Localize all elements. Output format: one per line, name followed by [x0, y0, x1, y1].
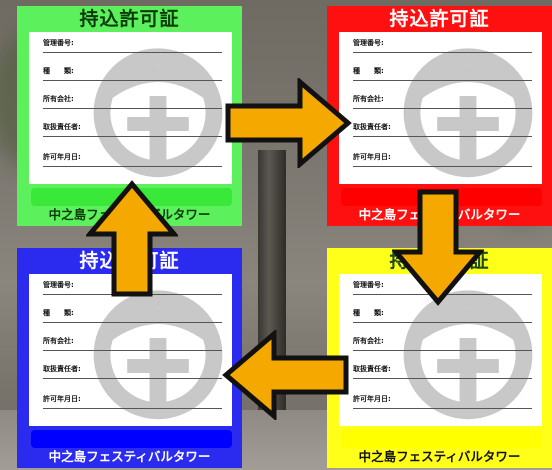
arrow-down-icon [392, 189, 484, 306]
field-responsible-person: 取扱責任者: [353, 364, 532, 382]
seal-watermark-icon [403, 290, 533, 420]
card-footer: 中之島フェスティバルタワー [358, 449, 521, 464]
card-title: 持込許可証 [79, 8, 180, 30]
field-owner-company: 所有会社: [353, 94, 532, 112]
permit-card-yellow: 持込許可証 管理番号: 種 類: 所有会社: 取扱責任者: 許可年月日: 中之島… [327, 248, 552, 468]
field-permit-date: 許可年月日: [43, 394, 222, 412]
field-type: 種 類: [353, 66, 532, 84]
arrow-up-icon [86, 180, 178, 297]
field-permit-date: 許可年月日: [353, 152, 532, 170]
arrow-left-icon [222, 330, 349, 420]
field-management-number: 管理番号: [353, 38, 532, 56]
field-type: 種 類: [43, 308, 222, 326]
field-management-number: 管理番号: [43, 38, 222, 56]
color-strip [341, 430, 542, 448]
field-responsible-person: 取扱責任者: [43, 122, 222, 140]
field-responsible-person: 取扱責任者: [353, 122, 532, 140]
card-form-panel: 管理番号: 種 類: 所有会社: 取扱責任者: 許可年月日: [29, 274, 232, 426]
field-responsible-person: 取扱責任者: [43, 364, 222, 382]
field-permit-date: 許可年月日: [353, 394, 532, 412]
card-form-panel: 管理番号: 種 類: 所有会社: 取扱責任者: 許可年月日: [29, 32, 232, 184]
field-permit-date: 許可年月日: [43, 152, 222, 170]
field-type: 種 類: [43, 66, 222, 84]
field-owner-company: 所有会社: [353, 336, 532, 354]
field-owner-company: 所有会社: [43, 94, 222, 112]
card-form-panel: 管理番号: 種 類: 所有会社: 取扱責任者: 許可年月日: [339, 32, 542, 184]
card-footer: 中之島フェスティバルタワー [48, 449, 211, 464]
seal-watermark-icon [403, 48, 533, 178]
permit-card-blue: 持込許可証 管理番号: 種 類: 所有会社: 取扱責任者: 許可年月日: 中之島… [17, 248, 242, 468]
color-strip [31, 430, 232, 448]
arrow-right-icon [225, 78, 352, 168]
seal-watermark-icon [93, 290, 223, 420]
permit-card-red: 持込許可証 管理番号: 種 類: 所有会社: 取扱責任者: 許可年月日: 中之島… [327, 6, 552, 226]
seal-watermark-icon [93, 48, 223, 178]
card-title: 持込許可証 [389, 8, 490, 30]
field-owner-company: 所有会社: [43, 336, 222, 354]
field-type: 種 類: [353, 308, 532, 326]
